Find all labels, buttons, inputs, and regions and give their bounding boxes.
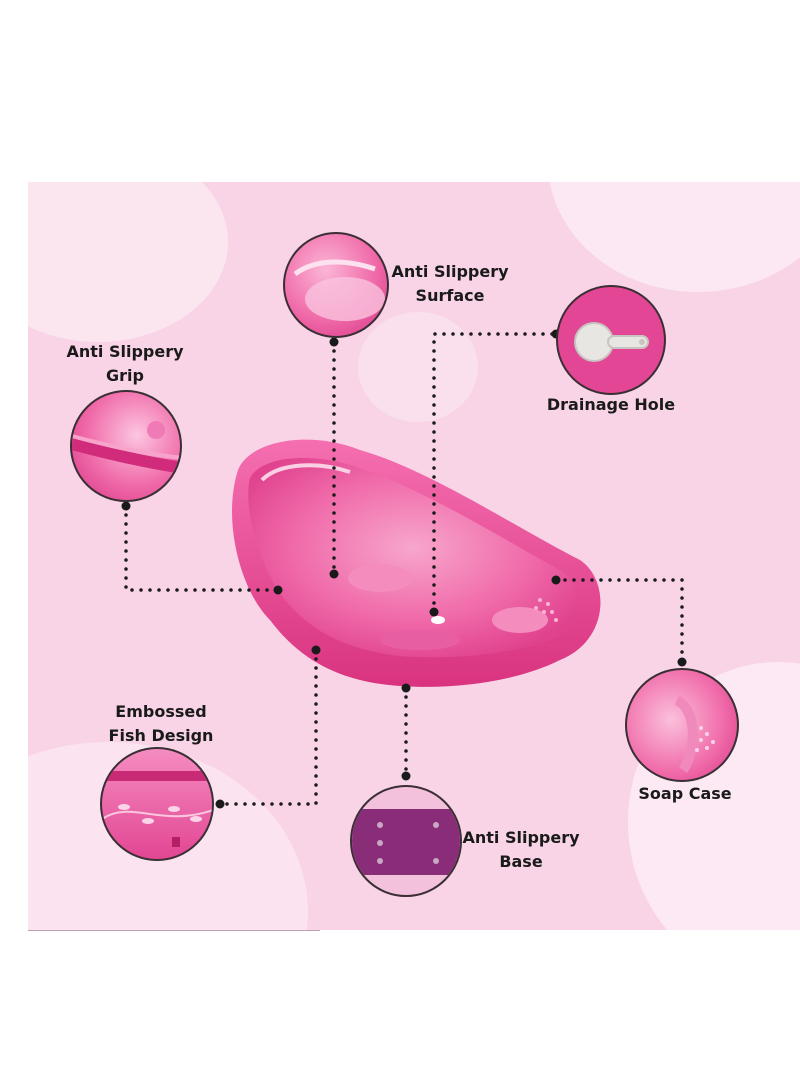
drainage-label: Drainage Hole	[546, 393, 676, 417]
grip-detail-circle	[70, 390, 182, 502]
drainage-detail-circle	[556, 285, 666, 395]
background-bubble	[358, 312, 478, 422]
base-label-line2: Base	[499, 852, 543, 871]
fish-label-line1: Embossed	[115, 702, 207, 721]
grip-label-line2: Grip	[106, 366, 144, 385]
surface-label-line1: Anti Slippery	[391, 262, 509, 281]
base-detail-circle	[350, 785, 462, 897]
surface-detail-circle	[283, 232, 389, 338]
base-label: Anti Slippery Base	[458, 826, 584, 874]
grip-label: Anti Slippery Grip	[60, 340, 190, 388]
divider-line	[28, 930, 320, 931]
soap-case-label-text: Soap Case	[638, 784, 732, 803]
surface-label: Anti Slippery Surface	[390, 260, 510, 308]
surface-label-line2: Surface	[415, 286, 485, 305]
fish-label-line2: Fish Design	[108, 726, 214, 745]
base-label-line1: Anti Slippery	[462, 828, 580, 847]
fish-label: Embossed Fish Design	[100, 700, 222, 748]
drainage-label-text: Drainage Hole	[546, 395, 676, 414]
grip-label-line1: Anti Slippery	[66, 342, 184, 361]
soap-case-label: Soap Case	[625, 782, 745, 806]
fish-detail-circle	[100, 747, 214, 861]
soap-case-detail-circle	[625, 668, 739, 782]
